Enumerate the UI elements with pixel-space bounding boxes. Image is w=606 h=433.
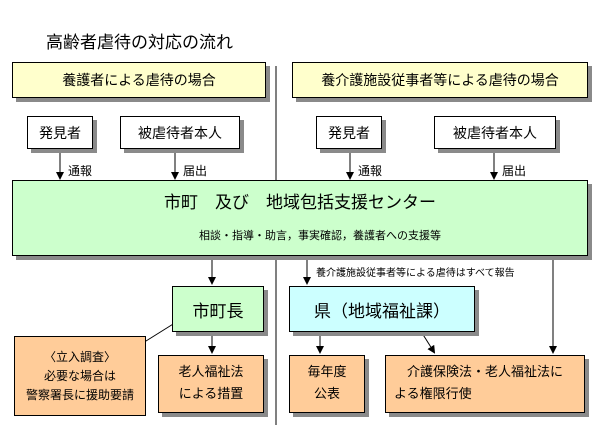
- left-header: 養護者による虐待の場合: [12, 62, 266, 98]
- authority-line-1: 介護保険法・老人福祉法に: [406, 365, 563, 380]
- investigation-line-1: 〈立入調査〉: [43, 349, 116, 364]
- investigation-line-3: 警察署長に援助要請: [25, 387, 134, 402]
- prefecture-box: 県（地域福祉課）: [289, 286, 475, 332]
- welfare-measure-line-1: 老人福祉法: [178, 365, 244, 380]
- left-report-label: 通報: [68, 164, 93, 178]
- authority-line-2: よる権限行使: [394, 387, 472, 402]
- arrow-to-authority-from-pref: [421, 332, 436, 354]
- welfare-measure-line-2: による措置: [178, 387, 244, 402]
- welfare-measure-box: 老人福祉法 による措置: [158, 355, 264, 413]
- facility-report-note: 養介護施設従事者等による虐待はすべて報告: [316, 268, 515, 279]
- right-report-label: 通報: [358, 164, 383, 178]
- center-title: 市町 及び 地域包括支援センター: [164, 192, 436, 213]
- investigation-line-2: 必要な場合は: [43, 368, 116, 383]
- annual-report-line-2: 公表: [313, 387, 340, 402]
- left-discoverer-box: 発見者: [27, 116, 93, 149]
- left-victim-box: 被虐待者本人: [120, 116, 240, 149]
- right-victim-box: 被虐待者本人: [434, 116, 556, 149]
- investigation-box: 〈立入調査〉 必要な場合は 警察署長に援助要請: [14, 336, 146, 416]
- center-box: 市町 及び 地域包括支援センター 相談・指導・助言，事実確認，養護者への支援等: [12, 180, 588, 256]
- annual-report-line-1: 毎年度: [307, 365, 347, 380]
- page-title: 高齢者虐待の対応の流れ: [46, 33, 233, 53]
- right-header: 養介護施設従事者等による虐待の場合: [292, 62, 588, 98]
- mayor-box: 市町長: [172, 286, 264, 332]
- center-subtitle: 相談・指導・助言，事実確認，養護者への支援等: [199, 228, 441, 242]
- left-notify-label: 届出: [183, 164, 208, 178]
- right-notify-label: 届出: [502, 164, 527, 178]
- authority-box: 介護保険法・老人福祉法に よる権限行使: [385, 355, 585, 413]
- annual-report-box: 毎年度 公表: [289, 355, 365, 413]
- right-discoverer-box: 発見者: [316, 116, 382, 149]
